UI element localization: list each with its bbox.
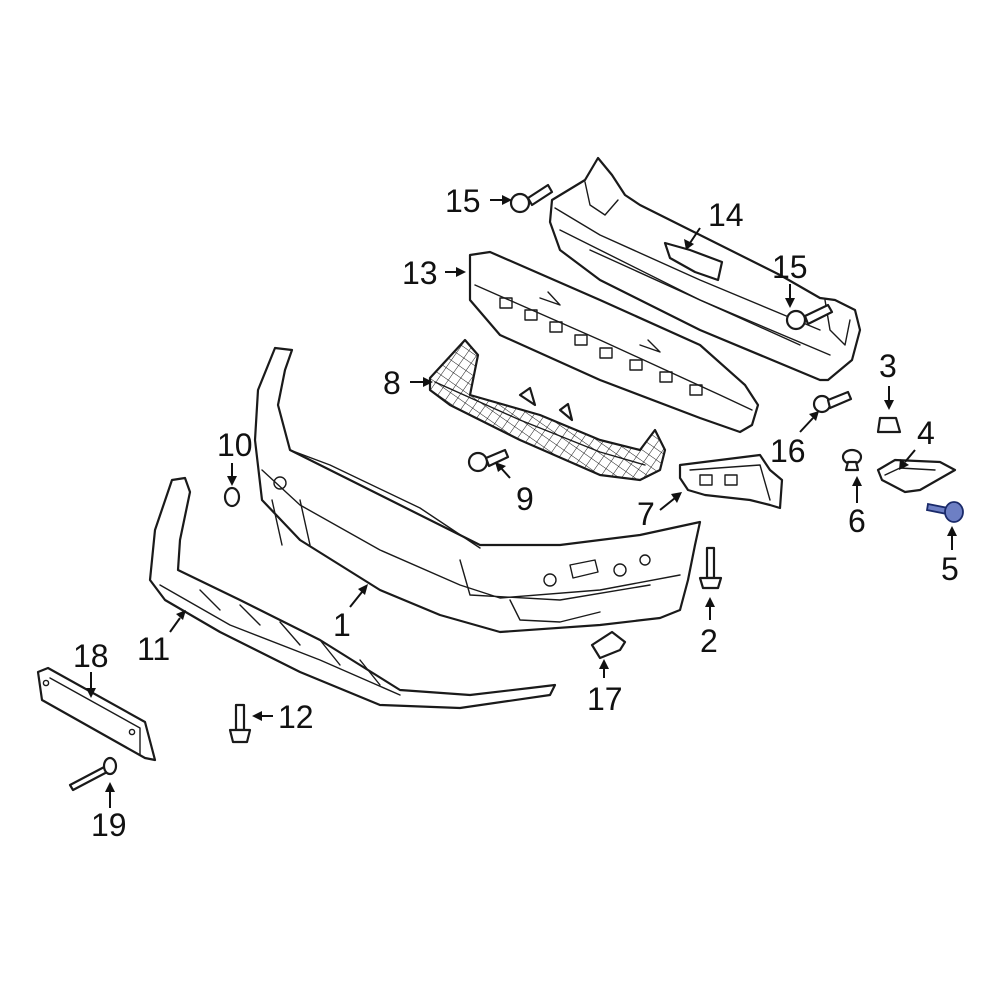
license-bracket[interactable] [36, 666, 157, 762]
lamp-cover[interactable] [590, 630, 627, 660]
side-bracket[interactable] [678, 453, 784, 510]
callout-12: 12 [278, 699, 314, 735]
callout-7: 7 [637, 496, 655, 532]
nut-3[interactable] [876, 416, 902, 434]
bolt-9[interactable] [467, 448, 510, 473]
callout-19: 19 [91, 807, 127, 843]
bolt-15-right[interactable] [785, 303, 834, 331]
bolt-12[interactable] [228, 703, 252, 744]
callout-6: 6 [848, 503, 866, 539]
callout-5: 5 [941, 551, 959, 587]
bolt-2[interactable] [698, 546, 723, 590]
callout-15-top: 15 [445, 183, 481, 219]
callout-16: 16 [770, 433, 806, 469]
bolt-16[interactable] [812, 390, 853, 414]
bolt-15-top[interactable] [509, 183, 554, 214]
bumper-cover[interactable] [253, 346, 702, 634]
clip-6[interactable] [841, 448, 863, 472]
callout-14: 14 [708, 197, 744, 233]
callout-13: 13 [402, 255, 438, 291]
callout-2: 2 [700, 623, 718, 659]
callout-1: 1 [333, 607, 351, 643]
callout-4: 4 [917, 415, 935, 451]
callout-17: 17 [587, 681, 623, 717]
lower-grille[interactable] [428, 338, 667, 482]
callout-15-right: 15 [772, 249, 808, 285]
callout-9: 9 [516, 481, 534, 517]
leader-lines [86, 195, 957, 808]
callout-10: 10 [217, 427, 253, 463]
grommet[interactable] [223, 486, 241, 508]
reinforcement-beam[interactable] [548, 156, 862, 382]
lower-valance[interactable] [148, 476, 557, 710]
rivet-19[interactable] [68, 756, 118, 792]
callout-18: 18 [73, 638, 109, 674]
callout-11: 11 [137, 631, 170, 667]
side-support[interactable] [876, 458, 957, 494]
callout-3: 3 [879, 348, 897, 384]
bolt-5-highlighted[interactable] [925, 501, 964, 523]
callout-8: 8 [383, 365, 401, 401]
energy-absorber[interactable] [468, 250, 760, 434]
